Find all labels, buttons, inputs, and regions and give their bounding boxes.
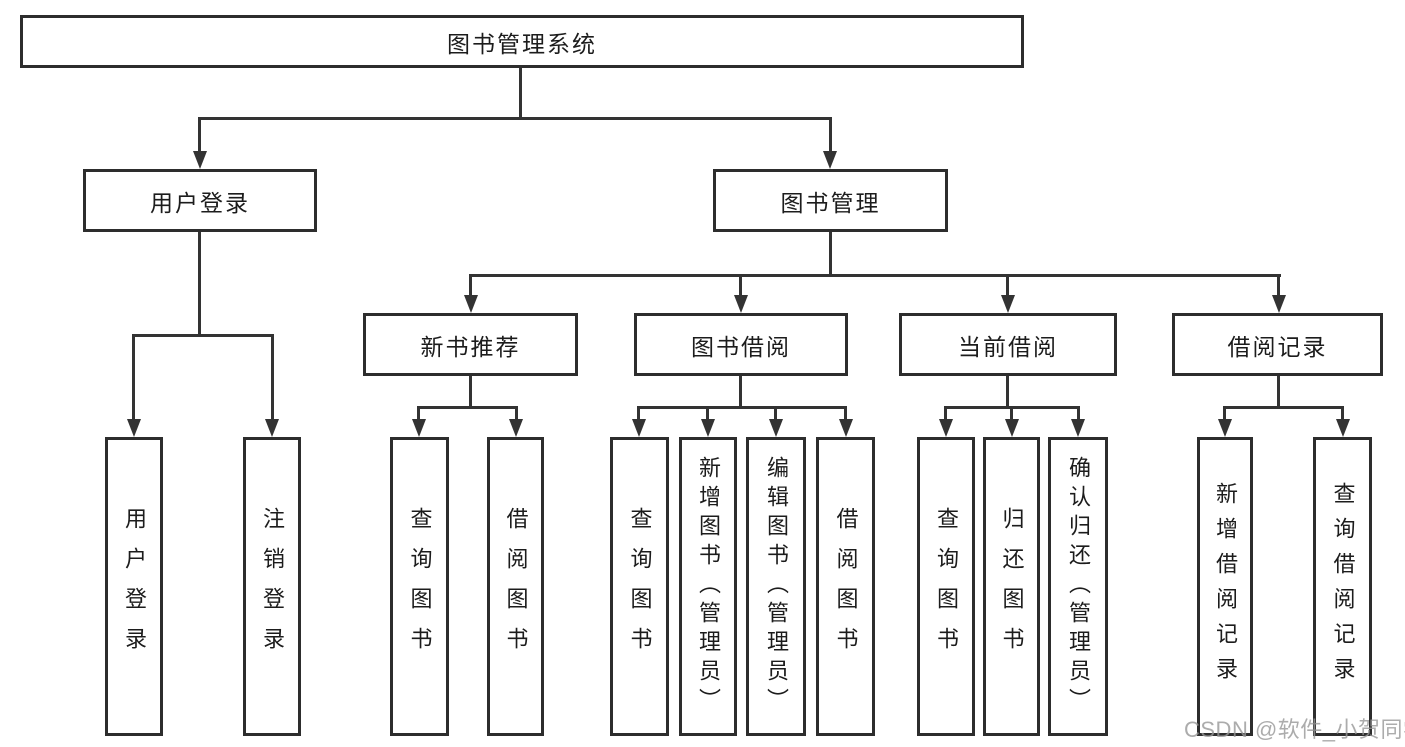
connector-line	[132, 334, 135, 422]
leaf-user-login: 用户登录	[105, 437, 163, 736]
connector-line	[469, 274, 1281, 277]
csdn-watermark: CSDN @软件_小贺同学	[1184, 717, 1405, 742]
node-new-book-recommend: 新书推荐	[363, 313, 578, 376]
arrow-down-icon	[734, 295, 748, 313]
arrow-down-icon	[701, 419, 715, 437]
arrow-down-icon	[464, 295, 478, 313]
arrow-down-icon	[1272, 295, 1286, 313]
connector-line	[519, 68, 522, 119]
arrow-down-icon	[632, 419, 646, 437]
leaf-borrow-books-borrowing: 借阅图书	[816, 437, 875, 736]
arrow-down-icon	[265, 419, 279, 437]
leaf-edit-books-admin: 编辑图书（管理员）	[746, 437, 806, 736]
connector-line	[637, 406, 847, 409]
connector-line	[132, 334, 274, 337]
node-borrow-records: 借阅记录	[1172, 313, 1383, 376]
connector-line	[739, 376, 742, 408]
node-book-management: 图书管理	[713, 169, 948, 232]
connector-line	[198, 117, 201, 155]
arrow-down-icon	[939, 419, 953, 437]
arrow-down-icon	[1336, 419, 1350, 437]
arrow-down-icon	[823, 151, 837, 169]
connector-line	[469, 274, 472, 298]
connector-line	[417, 406, 518, 409]
leaf-query-books-recommend: 查询图书	[390, 437, 449, 736]
leaf-query-borrow-record: 查询借阅记录	[1313, 437, 1372, 736]
node-book-borrowing: 图书借阅	[634, 313, 848, 376]
arrow-down-icon	[127, 419, 141, 437]
connector-line	[637, 406, 640, 422]
connector-line	[417, 406, 420, 422]
connector-line	[1010, 406, 1013, 422]
node-root: 图书管理系统	[20, 15, 1024, 68]
connector-line	[1006, 274, 1009, 298]
arrow-down-icon	[839, 419, 853, 437]
leaf-query-books-current: 查询图书	[917, 437, 975, 736]
arrow-down-icon	[1218, 419, 1232, 437]
connector-line	[1223, 406, 1226, 422]
node-current-borrowing: 当前借阅	[899, 313, 1117, 376]
connector-line	[1006, 376, 1009, 408]
connector-line	[1277, 376, 1280, 408]
leaf-add-books-admin: 新增图书（管理员）	[679, 437, 737, 736]
connector-line	[1277, 274, 1280, 298]
connector-line	[944, 406, 947, 422]
arrow-down-icon	[769, 419, 783, 437]
arrow-down-icon	[412, 419, 426, 437]
arrow-down-icon	[1005, 419, 1019, 437]
connector-line	[829, 232, 832, 276]
connector-line	[706, 406, 709, 422]
leaf-logout-login: 注销登录	[243, 437, 301, 736]
leaf-return-books: 归还图书	[983, 437, 1040, 736]
connector-line	[1341, 406, 1344, 422]
arrow-down-icon	[1071, 419, 1085, 437]
connector-line	[844, 406, 847, 422]
connector-line	[774, 406, 777, 422]
leaf-confirm-return-admin: 确认归还（管理员）	[1048, 437, 1108, 736]
leaf-add-borrow-record: 新增借阅记录	[1197, 437, 1253, 736]
connector-line	[469, 376, 472, 408]
connector-line	[198, 117, 832, 120]
connector-line	[515, 406, 518, 422]
leaf-query-books-borrowing: 查询图书	[610, 437, 669, 736]
leaf-borrow-books-recommend: 借阅图书	[487, 437, 544, 736]
node-user-login: 用户登录	[83, 169, 317, 232]
connector-line	[1223, 406, 1344, 409]
connector-line	[739, 274, 742, 298]
connector-line	[829, 117, 832, 155]
connector-line	[198, 232, 201, 336]
arrow-down-icon	[193, 151, 207, 169]
arrow-down-icon	[509, 419, 523, 437]
connector-line	[1077, 406, 1080, 422]
arrow-down-icon	[1001, 295, 1015, 313]
connector-line	[271, 334, 274, 422]
